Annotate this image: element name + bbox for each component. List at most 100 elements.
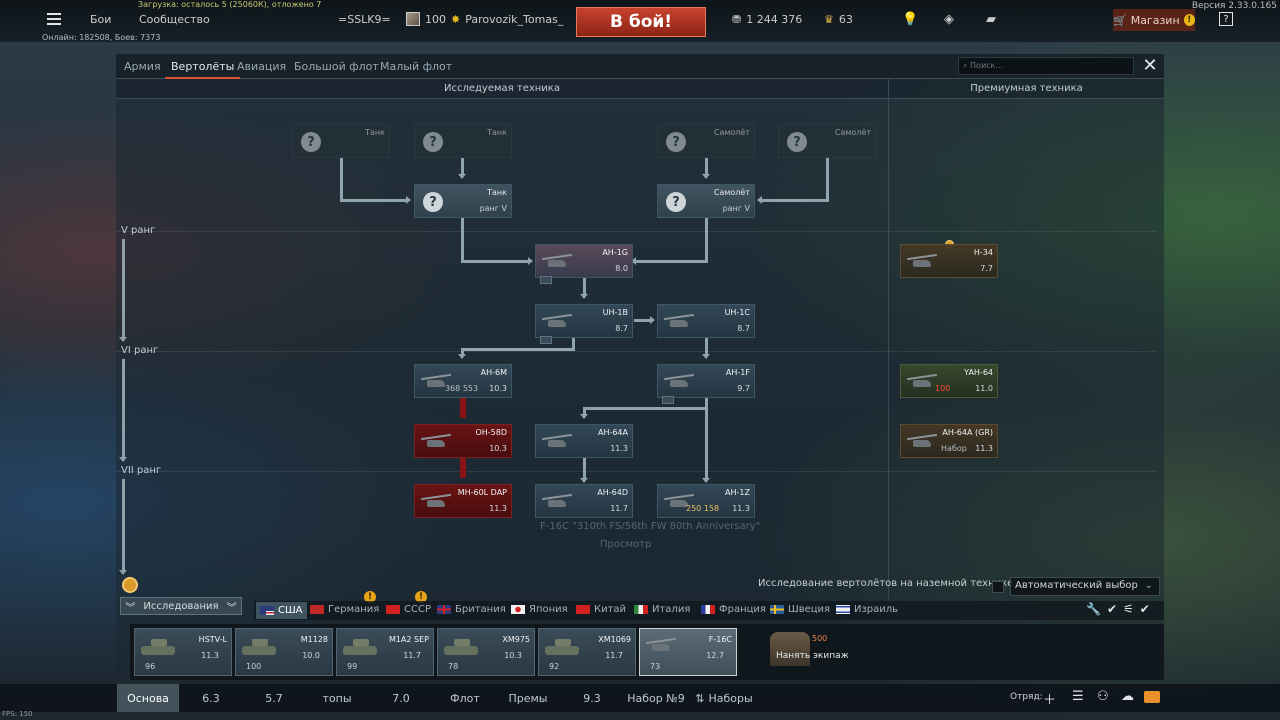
nation-tab-france[interactable]: Франция	[701, 604, 766, 615]
golden-eagles-balance[interactable]: ♛ 63	[824, 13, 853, 26]
crew-slot[interactable]: HSTV-L 11.3 96	[134, 628, 232, 676]
lightbulb-icon[interactable]: 💡	[902, 12, 919, 27]
battle-pass-icon[interactable]: ◈	[944, 12, 954, 27]
nation-tab-usa[interactable]: США	[256, 602, 307, 619]
wrench-icon[interactable]: 🔧	[1086, 602, 1101, 616]
tab-coastal-fleet[interactable]: Малый флот	[380, 60, 453, 73]
vehicle-rank: ранг V	[479, 204, 507, 213]
slot-battle-rating: 10.3	[504, 651, 522, 660]
vehicle-card-ah-1f[interactable]: AH-1F 9.7	[657, 364, 755, 398]
nation-tab-china[interactable]: Китай	[576, 604, 626, 615]
main-menu-icon[interactable]	[47, 13, 61, 25]
vehicle-card-mh-60l-dap[interactable]: MH-60L DAP 11.3	[414, 484, 512, 518]
crew-slot[interactable]: M1128 10.0 100	[235, 628, 333, 676]
research-window: Армия Вертолёты Авиация Большой флот Мал…	[116, 54, 1164, 676]
nation-tab-ussr[interactable]: СССР	[386, 604, 431, 615]
research-mode-checkbox[interactable]	[992, 581, 1004, 593]
preset-tab[interactable]: Флот	[450, 691, 480, 705]
crew-slot[interactable]: XM975 10.3 78	[437, 628, 535, 676]
nation-tab-germany[interactable]: Германия	[310, 604, 379, 615]
connector-arrow	[528, 257, 533, 265]
to-battle-button[interactable]: В бой!	[576, 7, 706, 37]
locked-plane-card[interactable]: ? Самолёт	[778, 124, 876, 158]
multi-check-icon[interactable]: ⚟	[1123, 602, 1134, 616]
vehicle-card-ah-64a[interactable]: AH-64A 11.3	[535, 424, 633, 458]
preset-tab[interactable]: Премы	[508, 691, 548, 705]
slot-battle-rating: 11.7	[605, 651, 623, 660]
vehicle-card-ah-64a-gr[interactable]: AH-64A (GR) Набор 11.3	[900, 424, 998, 458]
slot-battle-rating: 11.3	[201, 651, 219, 660]
rank-divider	[116, 351, 1156, 352]
bottom-bar	[0, 684, 1280, 712]
slot-vehicle-name: M1128	[300, 635, 328, 644]
vehicle-card-uh-1c[interactable]: UH-1C 8.7	[657, 304, 755, 338]
chevron-double-icon: ︾	[226, 602, 237, 614]
vehicle-name: OH-58D	[475, 428, 507, 437]
chat-icon[interactable]: ☁	[1121, 689, 1134, 704]
battles-menu[interactable]: Бои	[90, 13, 111, 26]
preset-tab[interactable]: 7.0	[392, 691, 410, 705]
silver-lions-balance[interactable]: ⛃ 1 244 376	[732, 13, 802, 26]
slot-crew-level: 78	[448, 662, 459, 671]
crew-slot[interactable]: M1A2 SEP 11.7 99	[336, 628, 434, 676]
tab-bluewater-fleet[interactable]: Большой флот	[294, 60, 379, 73]
vehicle-card-ah-1z[interactable]: AH-1Z 250 158 11.3	[657, 484, 755, 518]
locked-plane-card[interactable]: ? Самолёт	[657, 124, 755, 158]
preset-tab[interactable]: 5.7	[265, 691, 283, 705]
jet-icon	[644, 637, 676, 655]
nation-tab-israel[interactable]: Израиль	[836, 604, 898, 615]
branch-tabs: Армия Вертолёты Авиация Большой флот Мал…	[116, 54, 1164, 79]
help-icon[interactable]: ?	[1219, 12, 1233, 26]
required-plane-card[interactable]: ? Самолёт ранг V	[657, 184, 755, 218]
crew-slot-selected[interactable]: F-16C 12.7 73	[639, 628, 737, 676]
add-squad-member-icon[interactable]: ＋	[1043, 693, 1057, 708]
research-toggle-button[interactable]: ︾ Исследования ︾	[120, 597, 242, 615]
preset-tab[interactable]: 9.3	[583, 691, 601, 705]
contacts-icon[interactable]: ⚇	[1097, 689, 1109, 704]
player-profile[interactable]: 100 ✸ Parovozik_Tomas_	[406, 12, 563, 26]
preset-tab[interactable]: 6.3	[202, 691, 220, 705]
vehicle-card-ah-1g[interactable]: AH-1G 8.0	[535, 244, 633, 278]
squadron-tag-label: =SSLK9=	[338, 13, 391, 26]
nation-tab-britain[interactable]: Британия	[437, 604, 506, 615]
vehicle-card-oh-58d[interactable]: OH-58D 10.3	[414, 424, 512, 458]
squadron-tag[interactable]: =SSLK9=	[338, 13, 391, 26]
nation-tab-sweden[interactable]: Швеция	[770, 604, 830, 615]
preset-tab[interactable]: топы	[322, 691, 352, 705]
vehicle-card-ah-64d[interactable]: AH-64D 11.7	[535, 484, 633, 518]
golden-eagles-icon: ♛	[824, 13, 834, 26]
nation-tab-japan[interactable]: Япония	[511, 604, 568, 615]
search-input[interactable]: ⌕ Поиск...	[958, 57, 1134, 75]
shop-button[interactable]: 🛒 Магазин !	[1113, 9, 1195, 31]
research-medal-icon[interactable]	[122, 577, 138, 593]
locked-tank-card[interactable]: ? Танк	[414, 124, 512, 158]
battle-rating: 9.7	[737, 384, 750, 393]
nation-tab-italy[interactable]: Италия	[634, 604, 690, 615]
mail-icon[interactable]	[1144, 691, 1160, 703]
shop-label: Магазин	[1130, 13, 1180, 27]
check-all-icon[interactable]: ✔	[1139, 602, 1150, 616]
tree-connector	[583, 407, 708, 410]
research-mode-select[interactable]: Автоматический выбор ⌄	[1010, 577, 1160, 596]
locked-tank-card[interactable]: ? Танк	[292, 124, 390, 158]
close-button[interactable]: ✕	[1142, 55, 1158, 76]
community-menu[interactable]: Сообщество	[139, 13, 210, 26]
tree-connector	[705, 158, 708, 174]
vehicle-card-ah-6m[interactable]: AH-6M 368 553 10.3	[414, 364, 512, 398]
tab-aviation[interactable]: Авиация	[237, 60, 287, 73]
hire-crew-button[interactable]	[744, 628, 836, 670]
required-tank-card[interactable]: ? Танк ранг V	[414, 184, 512, 218]
crew-slot[interactable]: XM1069 11.7 92	[538, 628, 636, 676]
presets-button[interactable]: ⇅ Наборы	[692, 684, 756, 712]
vehicle-card-h-34[interactable]: H-34 7.7	[900, 244, 998, 278]
vehicle-card-yah-64[interactable]: YAH-64 100 11.0	[900, 364, 998, 398]
preset-tab[interactable]: Набор №9	[627, 691, 685, 705]
vehicle-card-uh-1b[interactable]: UH-1B 8.7	[535, 304, 633, 338]
coupon-icon[interactable]: ▰	[986, 12, 996, 27]
tab-helicopters[interactable]: Вертолёты	[164, 60, 241, 79]
tab-army[interactable]: Армия	[124, 60, 161, 73]
nation-tabs: США Германия СССР Британия Япония Китай …	[254, 601, 1164, 620]
list-icon[interactable]: ☰	[1072, 689, 1084, 704]
check-icon[interactable]: ✔	[1106, 602, 1118, 616]
preset-tab[interactable]: Основа	[117, 684, 179, 712]
